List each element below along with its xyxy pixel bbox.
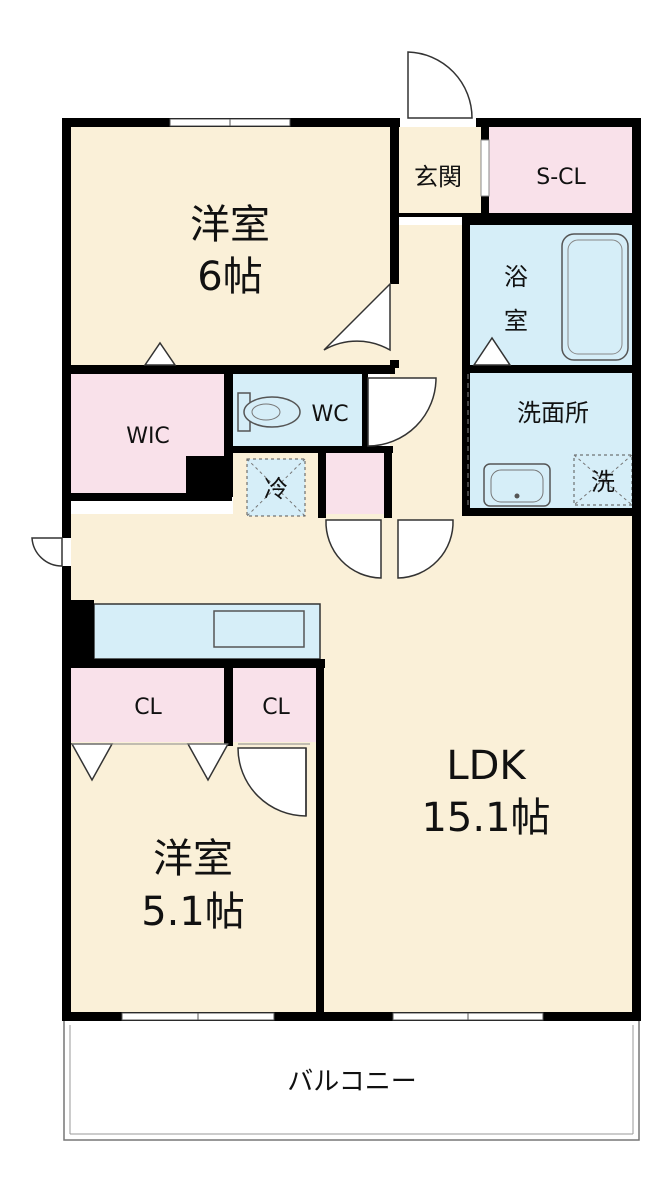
- washroom-label: 洗面所: [517, 399, 589, 427]
- toilet-icon: [237, 392, 301, 432]
- room-fills: [63, 124, 640, 1141]
- door-markers: [70, 139, 512, 782]
- bath-label-1: 浴: [504, 263, 528, 291]
- cl-left-area: [68, 668, 226, 742]
- wc-label: WC: [311, 402, 348, 427]
- hallway-area: [390, 218, 464, 514]
- balcony-label: バルコニー: [287, 1067, 416, 1097]
- cl-right-label: CL: [262, 695, 290, 720]
- genkan-area: [399, 127, 481, 217]
- wc-door: [367, 377, 437, 447]
- sliding-door-marker: [143, 341, 177, 366]
- bedroom-main-door: [323, 282, 391, 352]
- bedroom-second-name: 洋室: [153, 836, 233, 882]
- entrance-door: [407, 51, 473, 119]
- s-cl-area: [487, 127, 635, 215]
- washer-mark: 洗: [591, 468, 615, 496]
- ldk-area-lower: [323, 514, 635, 1014]
- genkan-label: 玄関: [414, 163, 462, 191]
- bathtub-inner: [567, 239, 623, 355]
- closet-door-left: [325, 519, 382, 579]
- bedroom-second-door: [237, 747, 307, 817]
- wic-label: WIC: [126, 424, 170, 449]
- fridge-mark: 冷: [264, 475, 288, 503]
- sink: [213, 610, 305, 648]
- bedroom-main-size: 6帖: [197, 254, 262, 300]
- side-door: [31, 537, 63, 567]
- ldk-name: LDK: [446, 743, 527, 789]
- ldk-size: 15.1帖: [421, 795, 550, 841]
- bathtub: [561, 233, 629, 361]
- cl-right-area: [233, 668, 319, 742]
- bedroom-main-area: [68, 124, 390, 368]
- windows: [121, 118, 544, 1021]
- washer-icon: [573, 454, 633, 506]
- labels: 洋室 6帖 玄関 S-CL 浴 室 洗面所 洗 WC WIC 冷 CL CL L…: [126, 163, 615, 1097]
- small-closet: [326, 452, 384, 514]
- doors: [31, 51, 476, 817]
- bedroom-second-size: 5.1帖: [141, 889, 245, 935]
- cl-left-label: CL: [134, 695, 162, 720]
- kitchen-counter: [93, 603, 321, 660]
- s-cl-label: S-CL: [536, 165, 586, 190]
- bath-label-2: 室: [504, 307, 528, 335]
- balcony-area: [63, 1019, 640, 1141]
- wash-basin-icon: [483, 463, 551, 507]
- bedroom-main-name: 洋室: [190, 202, 270, 248]
- closet-door-right: [397, 519, 454, 579]
- sliding-door-marker: [472, 336, 512, 366]
- fridge-icon: [246, 458, 306, 517]
